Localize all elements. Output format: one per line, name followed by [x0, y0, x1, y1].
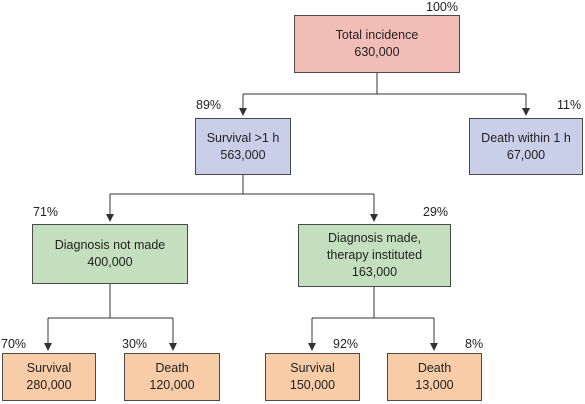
node-survival-280000: Survival 280,000	[2, 353, 96, 401]
node-value: 563,000	[220, 147, 266, 162]
pct-dx-not-made: 71%	[33, 205, 59, 219]
node-diagnosis-made: Diagnosis made, therapy instituted 163,0…	[298, 224, 451, 287]
node-value: 280,000	[26, 378, 72, 392]
node-label: Survival	[290, 361, 335, 375]
pct-death-1h: 11%	[557, 98, 582, 112]
node-value: 67,000	[506, 147, 546, 162]
node-label: Diagnosis not made	[54, 238, 166, 252]
node-label: Total incidence	[335, 28, 419, 42]
node-survival-150000: Survival 150,000	[265, 353, 360, 401]
connector-dx-not-made	[48, 284, 173, 319]
node-label-line2: therapy instituted	[326, 248, 423, 262]
node-diagnosis-not-made: Diagnosis not made 400,000	[32, 224, 188, 284]
pct-survival-a: 70%	[1, 337, 27, 351]
node-label: Death within 1 h	[481, 130, 571, 145]
node-value: 400,000	[87, 255, 133, 269]
connector-total	[243, 73, 526, 95]
node-label-line1: Diagnosis made,	[327, 231, 422, 245]
node-label: Death	[155, 361, 189, 375]
node-death-13000: Death 13,000	[387, 353, 482, 401]
node-total-incidence: Total incidence 630,000	[294, 15, 460, 73]
pct-death-b: 8%	[465, 337, 484, 351]
node-label: Survival >1 h	[206, 130, 280, 145]
pct-dx-made: 29%	[423, 205, 449, 219]
node-value: 13,000	[415, 378, 454, 392]
node-value: 150,000	[289, 378, 336, 392]
node-label: Survival	[26, 361, 72, 375]
node-value: 630,000	[354, 45, 400, 59]
node-label: Death	[417, 361, 452, 375]
pct-total: 100%	[426, 0, 458, 14]
pct-survival-1h: 89%	[196, 98, 222, 112]
node-death-1h: Death within 1 h 67,000	[469, 118, 583, 175]
node-survival-1h: Survival >1 h 563,000	[195, 118, 291, 175]
node-value: 120,000	[149, 378, 195, 392]
node-death-120000: Death 120,000	[124, 353, 220, 401]
node-value: 163,000	[351, 265, 398, 279]
connector-survival-1h	[110, 175, 374, 195]
pct-survival-b: 92%	[333, 337, 359, 351]
connector-dx-made	[312, 287, 434, 319]
pct-death-a: 30%	[122, 337, 148, 351]
